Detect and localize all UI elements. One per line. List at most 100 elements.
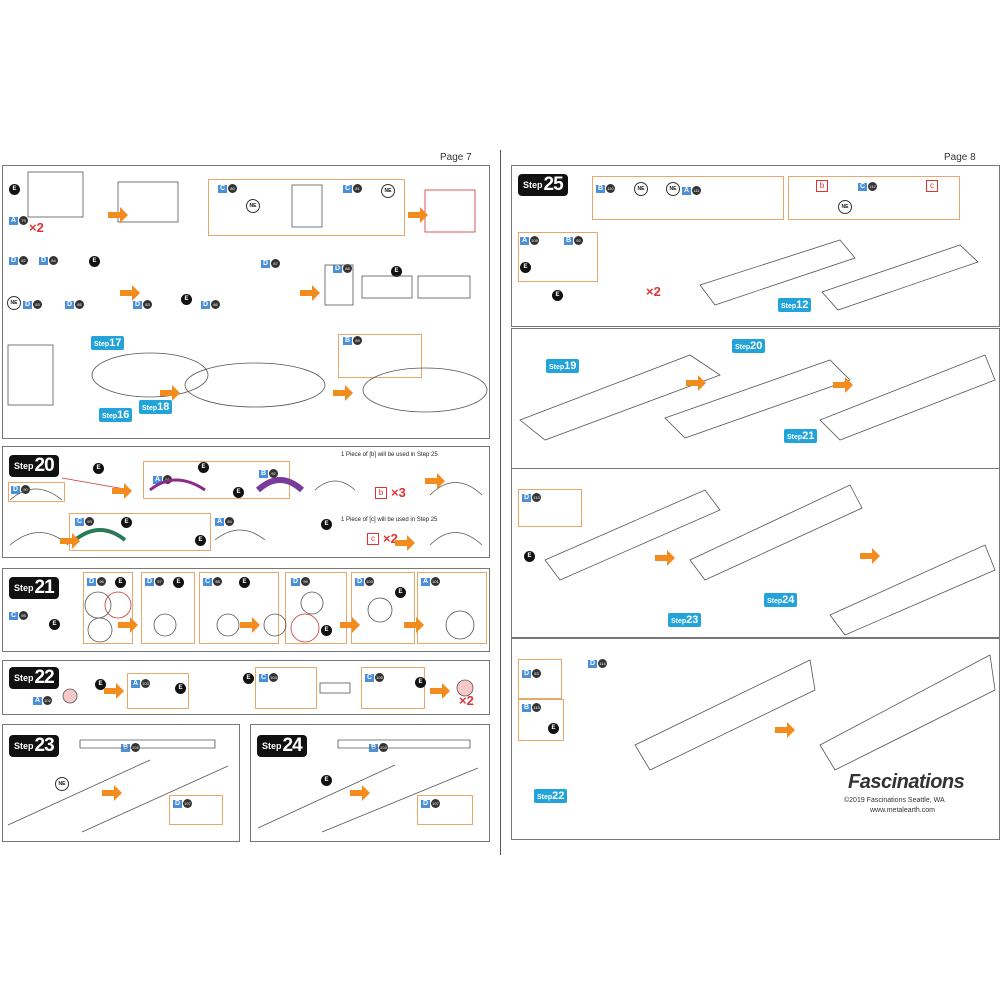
extra-part-marker: E (233, 487, 244, 498)
locomotive-assembly (544, 489, 721, 581)
not-extra-marker: NE (381, 184, 395, 198)
step-ref-tag: Step20 (732, 339, 766, 353)
subassembly-frame (208, 179, 405, 236)
step-ref-tag: Step16 (99, 408, 133, 422)
extra-part-marker: E (195, 535, 206, 546)
step-ref-tag: Step21 (784, 429, 818, 443)
extra-part-marker: E (395, 587, 406, 598)
page-divider (500, 150, 501, 855)
piece-c-marker: c (926, 180, 938, 192)
not-extra-marker: NE (838, 200, 852, 214)
arrow-icon (430, 683, 450, 699)
subassembly-frame (141, 572, 195, 644)
cab-sub-part (291, 184, 323, 228)
extra-part-marker: E (173, 577, 184, 588)
wheel-part (216, 613, 240, 637)
frame-rail (337, 739, 471, 749)
wheel-part (445, 610, 475, 640)
arrow-icon (425, 473, 445, 489)
arrow-icon (102, 785, 122, 801)
note-piece-c: 1 Piece of [c] will be used in Step 25 (341, 517, 438, 523)
wheel-part (263, 613, 287, 637)
boiler-finished (362, 367, 488, 413)
arc-part (214, 529, 266, 541)
arrow-icon (104, 683, 124, 699)
cylinder-part (456, 679, 474, 697)
arrow-icon (395, 535, 415, 551)
extra-part-marker: E (548, 723, 559, 734)
quantity-multiplier: ×2 (29, 220, 44, 235)
arrow-icon (340, 617, 360, 633)
piece-b-marker: b (375, 487, 387, 499)
quantity-multiplier: ×2 (646, 284, 661, 299)
extra-part-marker: E (93, 463, 104, 474)
cab-finished (424, 189, 476, 233)
arc-part (9, 532, 69, 546)
extra-part-marker: E (415, 677, 426, 688)
arc-part (255, 477, 305, 493)
subassembly-frame (592, 176, 784, 220)
arrow-icon (655, 550, 675, 566)
step-ref-tag: Step24 (764, 593, 798, 607)
frame-rail (79, 739, 216, 749)
locomotive-assembly (829, 544, 996, 636)
extra-part-marker: E (115, 577, 126, 588)
plate-part (324, 264, 354, 306)
arrow-icon (160, 385, 180, 401)
arrow-icon (775, 722, 795, 738)
extra-part-marker: E (121, 517, 132, 528)
arc-part (429, 532, 483, 546)
brand-logo: Fascinations (848, 771, 965, 793)
locomotive-assembly (819, 354, 996, 441)
plate-part (417, 275, 471, 299)
smokebox-part (7, 344, 54, 406)
arrow-icon (108, 207, 128, 223)
page-number-left: Page 7 (440, 152, 472, 163)
arrow-icon (833, 377, 853, 393)
wheel-part (84, 591, 112, 619)
piece-c-marker: c (367, 533, 379, 545)
arrow-icon (404, 617, 424, 633)
arc-part (149, 478, 206, 492)
arc-part (314, 480, 356, 491)
extra-part-marker: E (95, 679, 106, 690)
extra-part-marker: E (552, 290, 563, 301)
arrow-icon (333, 385, 353, 401)
cylinder-part (319, 682, 351, 694)
locomotive-assembly (819, 654, 996, 771)
extra-part-marker: E (520, 262, 531, 273)
page-number-right: Page 8 (944, 152, 976, 163)
arc-part (73, 528, 127, 542)
not-extra-marker: NE (666, 182, 680, 196)
wheel-part (290, 613, 320, 643)
extra-part-marker: E (321, 519, 332, 530)
